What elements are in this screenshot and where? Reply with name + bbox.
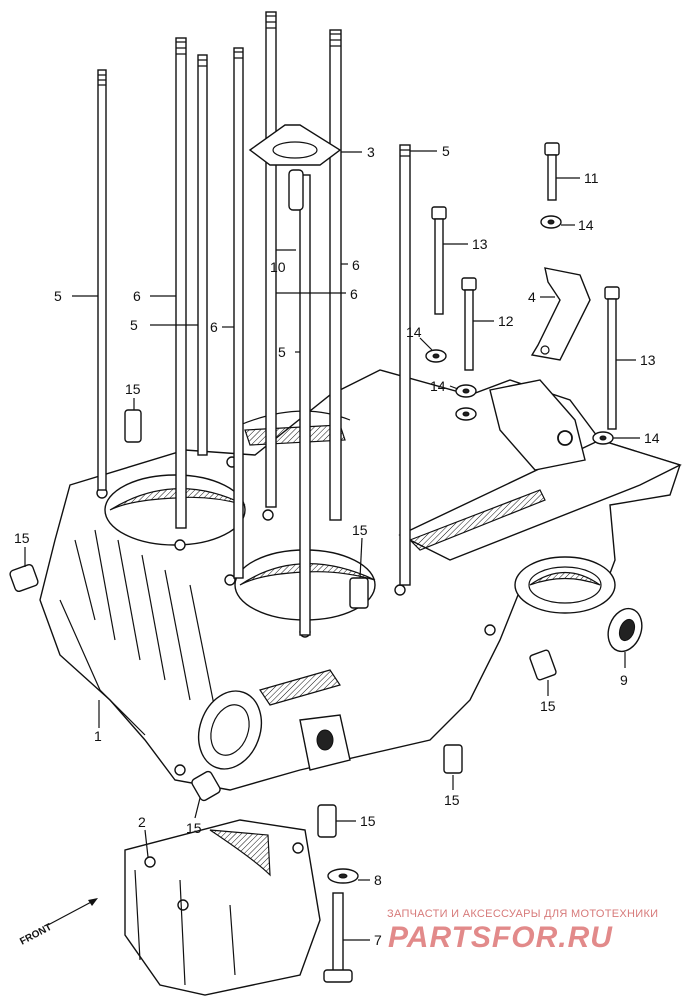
callout-14: 14 — [406, 324, 422, 340]
callout-6: 6 — [352, 257, 360, 273]
watermark-tagline: ЗАПЧАСТИ И АКСЕССУАРЫ ДЛЯ МОТОТЕХНИКИ — [387, 908, 658, 920]
arrow-icon — [88, 898, 98, 906]
callout-14: 14 — [430, 378, 446, 394]
callout-8: 8 — [374, 872, 382, 888]
callout-10: 10 — [270, 259, 286, 275]
callout-15: 15 — [540, 698, 556, 714]
callout-14: 14 — [578, 217, 594, 233]
callout-15: 15 — [186, 820, 202, 836]
callout-6: 6 — [133, 288, 141, 304]
callout-5: 5 — [442, 143, 450, 159]
callout-5: 5 — [130, 317, 138, 333]
part-10-dowel — [288, 169, 304, 211]
callout-1: 1 — [94, 728, 102, 744]
part-4-bracket — [530, 267, 591, 361]
callout-15: 15 — [352, 522, 368, 538]
callout-11: 11 — [584, 170, 599, 186]
cylinder-studs — [97, 11, 411, 636]
callout-13: 13 — [472, 236, 488, 252]
callout-6: 6 — [350, 286, 358, 302]
part-13-bolt-a — [431, 206, 447, 315]
callout-15: 15 — [14, 530, 30, 546]
callout-7: 7 — [374, 932, 382, 948]
callout-3: 3 — [367, 144, 375, 160]
part-9-oil-seal — [607, 607, 643, 653]
part-15-dowels — [9, 409, 557, 838]
callout-6: 6 — [210, 319, 218, 335]
callout-13: 13 — [640, 352, 656, 368]
front-direction-indicator: FRONT — [18, 898, 98, 948]
front-label: FRONT — [18, 922, 54, 948]
watermark: ЗАПЧАСТИ И АКСЕССУАРЫ ДЛЯ МОТОТЕХНИКИ PA… — [387, 908, 658, 954]
part-12-bolt — [461, 277, 477, 371]
callout-15: 15 — [444, 792, 460, 808]
part-3-oil-seal-boss — [248, 124, 342, 166]
part-2-lower-case — [124, 819, 321, 996]
callout-2: 2 — [138, 814, 146, 830]
leader-lines — [24, 150, 640, 941]
part-7-bolt — [323, 892, 353, 983]
callout-9: 9 — [620, 672, 628, 688]
callout-5: 5 — [54, 288, 62, 304]
callout-12: 12 — [498, 313, 514, 329]
callout-4: 4 — [528, 289, 536, 305]
callout-labels: 5 6 5 6 3 5 10 6 6 5 11 14 13 4 12 14 14… — [14, 143, 660, 948]
callout-15: 15 — [360, 813, 376, 829]
part-13-bolt-b — [604, 286, 620, 430]
callout-5: 5 — [278, 344, 286, 360]
part-11-bolt — [544, 142, 560, 201]
callout-14: 14 — [644, 430, 660, 446]
watermark-logo: PARTSFOR.RU — [388, 921, 613, 954]
part-8-washer — [327, 868, 359, 884]
callout-15: 15 — [125, 381, 141, 397]
part-14-washers — [425, 215, 614, 445]
